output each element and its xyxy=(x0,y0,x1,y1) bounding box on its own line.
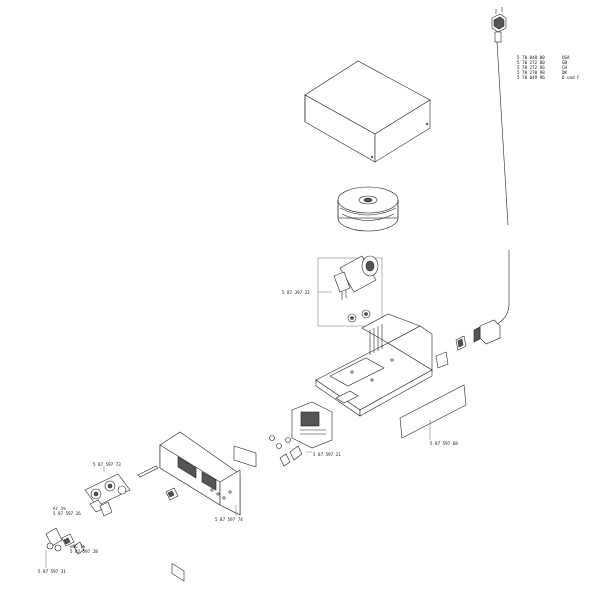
socket-b-label: eNC 1% xyxy=(70,544,86,549)
mains-plug xyxy=(491,7,507,43)
circuit-board xyxy=(291,401,333,449)
cable-code-1: 5 70 048 00 xyxy=(517,55,545,60)
toroidal-transformer xyxy=(337,186,399,232)
rear-panel xyxy=(399,384,467,440)
cable-connector xyxy=(473,319,501,345)
cable-region-1: USA xyxy=(562,55,570,60)
circuit-board-code: 5 87 597 21 xyxy=(313,452,341,457)
socket-a-label: Ar 1% xyxy=(53,506,66,511)
motor-code: 5 87 397 22 xyxy=(282,290,310,295)
knob-set-code: 5 87 597 73 xyxy=(93,462,121,467)
cable-code-2: 5 70 272 00 xyxy=(517,60,545,65)
switch-block xyxy=(435,335,467,369)
cable-codes-list: 5 70 048 00 USA 5 70 272 00 GB 5 70 272 … xyxy=(517,55,580,80)
socket-assembly xyxy=(45,499,113,568)
knob-plate xyxy=(84,466,131,507)
rear-panel-code: 5 87 597 68 xyxy=(430,441,458,446)
cable-region-2: GB xyxy=(562,60,568,65)
base-part-code: 5 87 597 31 xyxy=(38,569,66,574)
motor-assembly xyxy=(317,255,383,327)
front-panel-code: 5 87 597 74 xyxy=(215,517,243,522)
socket-a-code: 5 87 597 26 xyxy=(53,511,81,516)
cable-region-3: CH xyxy=(562,65,568,70)
cable-code-5: 5 70 049 96 xyxy=(517,75,545,80)
front-panel xyxy=(159,431,241,582)
top-cover xyxy=(304,60,431,163)
small-components xyxy=(269,435,312,467)
slider-bar xyxy=(137,465,159,478)
display-window xyxy=(233,445,257,468)
cable-code-4: 5 70 270 98 xyxy=(517,70,545,75)
socket-b-code: 5 87 597 28 xyxy=(70,549,98,554)
chassis xyxy=(315,313,433,417)
small-switch xyxy=(165,487,179,501)
cable-region-5: D und F xyxy=(562,75,580,80)
cable-code-3: 5 70 272 96 xyxy=(517,65,545,70)
mains-cable xyxy=(491,41,510,329)
cable-region-4: DK xyxy=(562,70,568,75)
